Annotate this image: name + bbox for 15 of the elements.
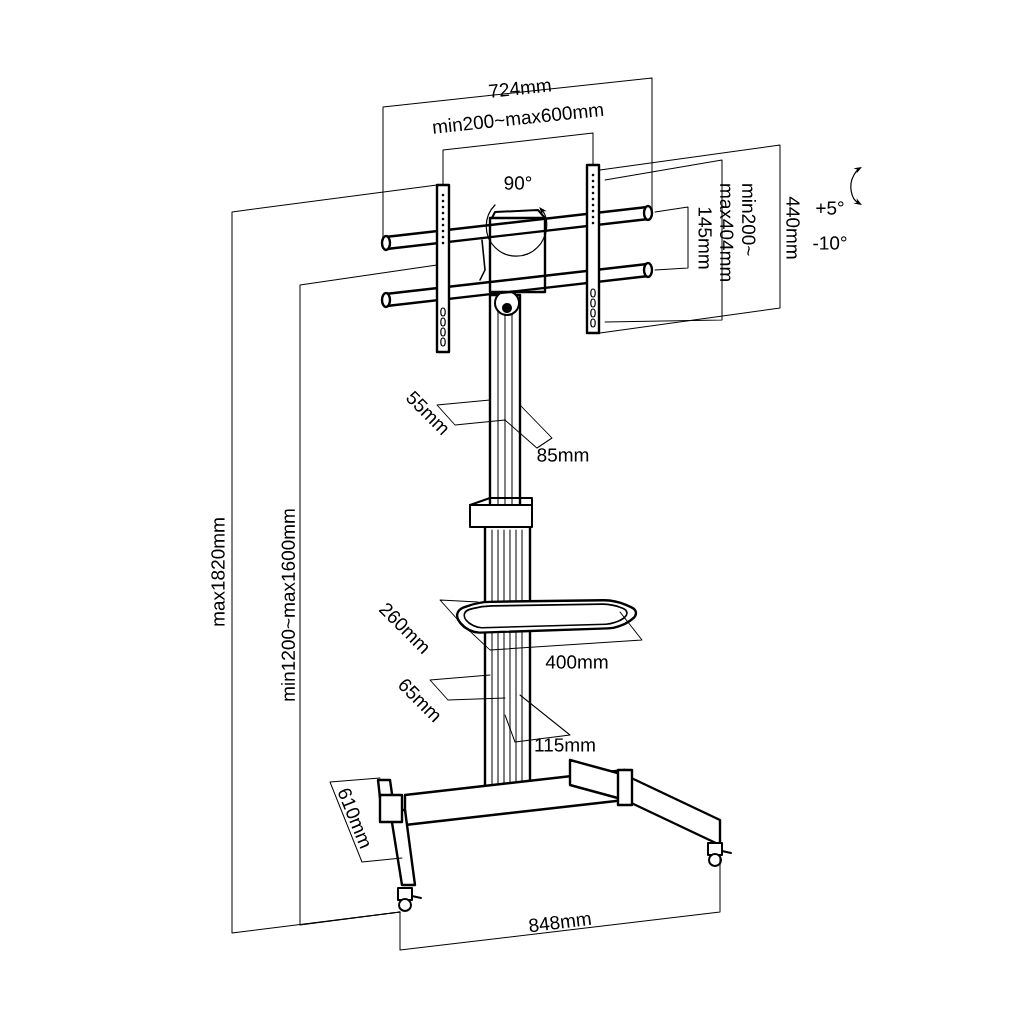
dimension-label: 115mm xyxy=(535,738,595,752)
dimension-label: 848mm xyxy=(529,914,591,932)
dimension-label: max1820mm xyxy=(211,518,225,626)
dimension-label: min1200~max1600mm xyxy=(281,509,295,701)
dimension-label: +5° xyxy=(816,201,844,215)
dimension-label: 90° xyxy=(504,176,532,190)
dimension-label: 724mm xyxy=(488,81,551,98)
dimension-label: 85mm xyxy=(537,448,589,462)
dimension-label: min200~max600mm xyxy=(433,106,604,134)
dimension-label: 145mm xyxy=(698,207,712,269)
dimension-label: 610mm xyxy=(338,788,369,849)
dimension-label: 400mm xyxy=(545,655,608,669)
dimension-label: min200~ max404mm xyxy=(720,184,756,281)
dimension-label: 440mm xyxy=(786,196,800,259)
dimension-label: -10° xyxy=(813,236,847,250)
